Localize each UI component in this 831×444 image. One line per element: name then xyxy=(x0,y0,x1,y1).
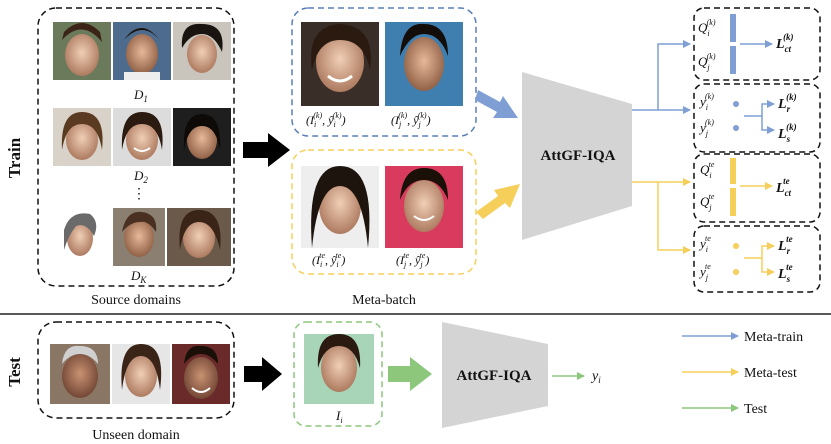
test-input-box xyxy=(293,321,383,427)
face-thumb xyxy=(113,208,165,266)
loss-r-k: Lr(k) xyxy=(777,92,797,114)
train-black-arrow xyxy=(243,133,290,167)
meta-train-branch xyxy=(632,40,691,114)
legend-test-label: Test xyxy=(744,402,767,417)
unseen-domain-caption: Unseen domain xyxy=(92,428,179,443)
test-input-label: Ii xyxy=(335,408,343,425)
score-dot xyxy=(733,243,739,249)
face-thumb xyxy=(301,166,379,248)
source-domains-caption: Source domains xyxy=(91,293,181,308)
output-box-ct-k xyxy=(693,7,821,81)
face-thumb xyxy=(53,108,111,166)
meta-train-thick-arrow xyxy=(475,90,518,118)
meta-batch-caption: Meta-batch xyxy=(352,293,416,308)
loss-ct-k: Lct(k) xyxy=(775,32,794,54)
meta-train-pair-i: (Ii(k), ŷi(k)) xyxy=(306,111,346,129)
y-i-te-label: yite xyxy=(698,234,711,254)
train-section-label: Train xyxy=(5,137,24,178)
q-j-k-label: Qj(k) xyxy=(698,52,716,72)
y-i-k-label: yi(k) xyxy=(698,92,714,112)
face-thumb xyxy=(50,344,110,404)
domain-label-d1: D1 xyxy=(133,87,148,104)
meta-test-thick-arrow xyxy=(476,184,520,219)
domain-label-d2: D2 xyxy=(133,168,148,185)
face-thumb xyxy=(173,108,231,166)
meta-test-pair-j: (Ijte, ŷjte) xyxy=(396,251,429,269)
test-thick-arrow xyxy=(388,357,432,391)
legend-meta-train-label: Meta-train xyxy=(744,330,803,345)
legend-meta-test-label: Meta-test xyxy=(744,366,797,381)
y-j-k-label: yj(k) xyxy=(698,118,714,138)
face-thumb xyxy=(53,22,111,80)
feature-bar xyxy=(730,188,736,216)
domain-ellipsis: ⋮ xyxy=(132,187,146,202)
face-thumb xyxy=(301,22,379,106)
meta-test-pair-i: (Iite, ŷite) xyxy=(312,251,345,269)
face-thumb xyxy=(385,166,463,248)
meta-train-pair-j: (Ij(k), ŷj(k)) xyxy=(391,111,431,129)
test-output-label: yi xyxy=(590,369,601,385)
meta-test-branch xyxy=(632,178,691,254)
q-i-k-label: Qi(k) xyxy=(698,18,716,38)
face-thumb xyxy=(167,208,231,266)
source-domains-box xyxy=(37,7,235,287)
train-model-label: AttGF-IQA xyxy=(541,148,616,164)
score-dot xyxy=(733,101,739,107)
face-thumb xyxy=(113,22,171,80)
loss-s-k: Ls(k) xyxy=(777,122,797,144)
domain-label-dk: DK xyxy=(130,268,147,285)
feature-bar xyxy=(730,158,736,184)
q-i-te-label: Qite xyxy=(700,160,715,180)
output-box-rs-te xyxy=(693,225,821,293)
unseen-domain-box xyxy=(37,321,235,419)
feature-bar xyxy=(730,46,736,74)
q-j-te-label: Qjte xyxy=(700,192,715,212)
output-box-rs-k xyxy=(693,83,821,153)
face-thumb xyxy=(385,22,463,106)
face-thumb xyxy=(173,22,231,80)
test-model-shape xyxy=(442,322,548,428)
face-thumb xyxy=(112,344,170,404)
feature-bar xyxy=(730,14,736,42)
test-black-arrow xyxy=(244,357,282,391)
loss-s-te: Lste xyxy=(777,262,793,284)
score-dot xyxy=(733,269,739,275)
test-section-label: Test xyxy=(5,357,24,387)
face-thumb xyxy=(304,334,374,404)
y-j-te-label: yjte xyxy=(698,262,711,282)
meta-train-batch-box xyxy=(291,7,477,137)
score-dot xyxy=(733,125,739,131)
output-box-ct-te xyxy=(693,153,821,223)
face-thumb xyxy=(172,344,230,404)
output-branch-arrows xyxy=(744,100,775,134)
face-thumb xyxy=(113,108,171,166)
legend: Meta-train Meta-test Test xyxy=(682,330,803,417)
test-model-label: AttGF-IQA xyxy=(457,368,532,384)
train-model-shape xyxy=(522,72,632,240)
loss-r-te: Lrte xyxy=(777,234,793,256)
output-branch-arrows xyxy=(744,242,775,276)
loss-ct-te: Lctte xyxy=(775,176,792,198)
face-thumb xyxy=(53,208,111,266)
